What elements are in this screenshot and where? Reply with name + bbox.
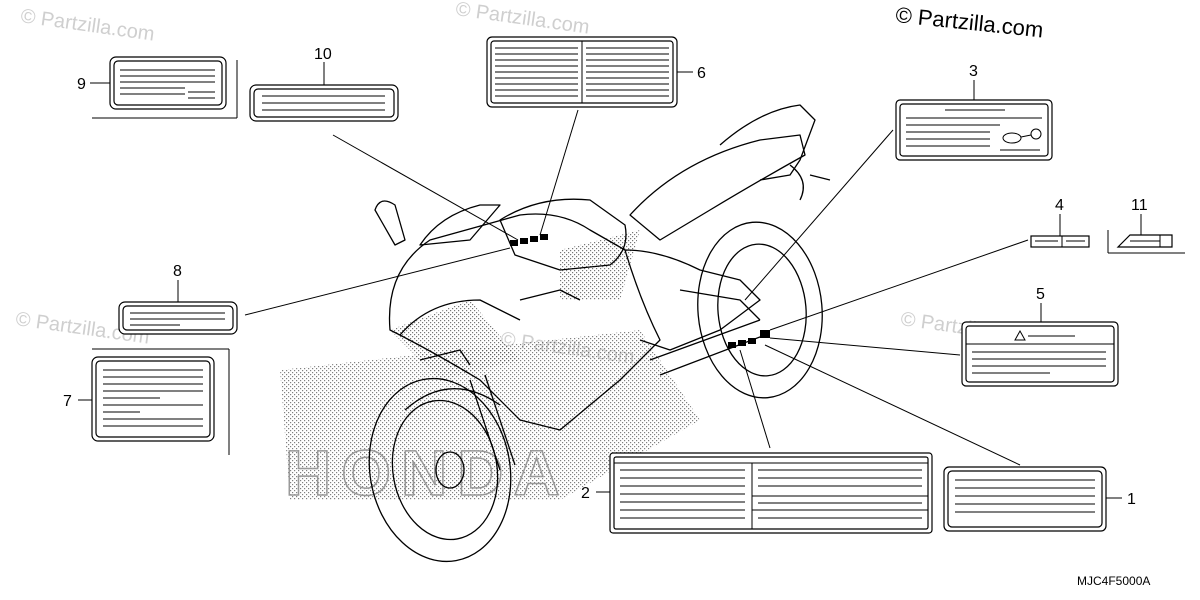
label-part-6[interactable] <box>486 36 693 108</box>
callout-9: 9 <box>77 76 86 93</box>
label-part-2[interactable] <box>596 452 933 534</box>
leader-lines <box>244 109 1029 466</box>
watermark: © Partzilla.com <box>19 5 156 46</box>
callout-6: 6 <box>697 65 706 82</box>
watermark: © Partzilla.com <box>454 0 591 39</box>
label-part-7[interactable] <box>78 348 230 455</box>
callout-5: 5 <box>1036 286 1045 303</box>
label-part-3[interactable] <box>895 80 1053 161</box>
callout-10: 10 <box>314 46 332 63</box>
diagram-code: MJC4F5000A <box>1077 574 1150 588</box>
label-part-5[interactable] <box>961 303 1119 387</box>
callout-2: 2 <box>581 485 590 502</box>
brand-mark: HONDA <box>285 437 570 509</box>
motorcycle-illustration: HONDA <box>280 104 831 563</box>
copyright-text: © Partzilla.com <box>894 2 1044 42</box>
label-part-4[interactable] <box>1030 214 1090 248</box>
callout-3: 3 <box>969 63 978 80</box>
callout-4: 4 <box>1055 197 1064 214</box>
callout-1: 1 <box>1127 491 1136 508</box>
label-part-10[interactable] <box>249 62 399 122</box>
label-part-9[interactable] <box>90 56 238 119</box>
label-part-8[interactable] <box>118 280 238 335</box>
label-part-11[interactable] <box>1107 214 1185 254</box>
callout-7: 7 <box>63 393 72 410</box>
callout-8: 8 <box>173 263 182 280</box>
callout-11: 11 <box>1131 197 1148 214</box>
label-part-1[interactable] <box>943 466 1122 532</box>
